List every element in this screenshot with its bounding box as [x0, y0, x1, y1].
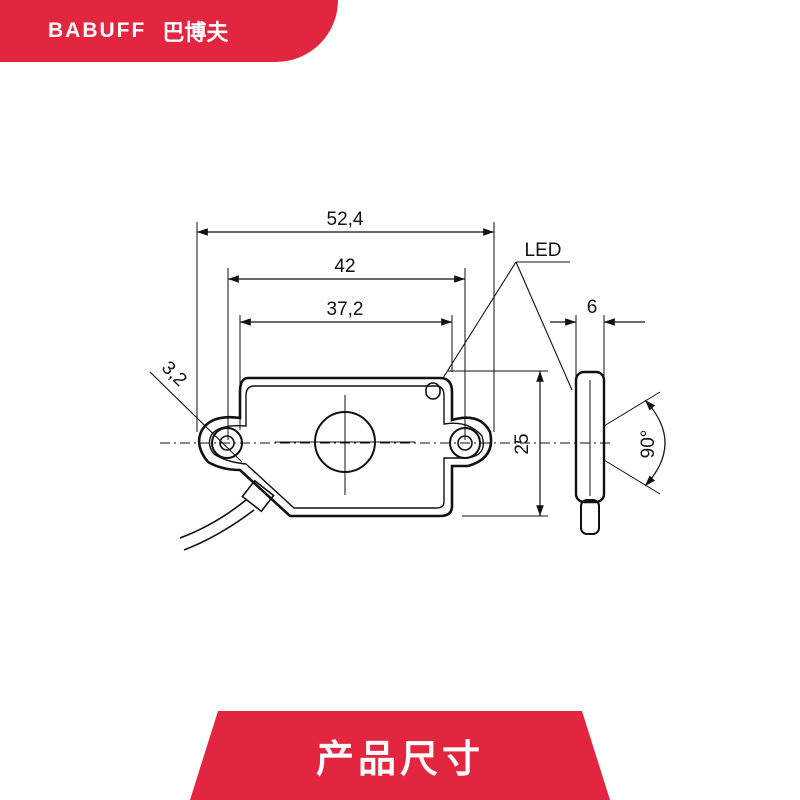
sensor-housing-inner-outline	[208, 385, 484, 509]
sensing-face	[314, 411, 376, 473]
brand-banner: BABUFF 巴博夫	[0, 0, 338, 62]
brand-chinese-name: 巴博夫	[162, 21, 229, 46]
cable	[183, 509, 255, 551]
sensor-housing-outline	[197, 376, 493, 518]
angle-extension-line	[603, 391, 661, 427]
hole-leader-line	[149, 371, 243, 463]
led-indicator	[425, 382, 441, 400]
inner-width-label: 42	[334, 256, 355, 277]
side-view-body	[574, 370, 606, 504]
cable	[179, 499, 247, 539]
mounting-hole-left-inner	[219, 435, 235, 451]
mounting-hole-right-inner	[457, 435, 473, 451]
led-callout-label: LED	[525, 240, 562, 261]
mounting-hole-left	[211, 427, 243, 459]
side-view-connector	[580, 499, 600, 535]
overall-width-label: 52,4	[327, 209, 364, 230]
height-label: 25	[512, 433, 533, 454]
angle-arc	[644, 399, 666, 487]
hole-span-label: 37,2	[327, 299, 364, 320]
angle-label: 90°	[638, 430, 659, 459]
led-leader-line	[442, 261, 517, 379]
depth-label: 6	[587, 297, 598, 318]
cable-gland	[241, 479, 275, 513]
caption-title: 产品尺寸	[315, 737, 484, 781]
hole-diameter-label: 3,2	[157, 357, 191, 391]
mounting-hole-right	[449, 427, 481, 459]
brand-logo-text: BABUFF	[48, 19, 147, 42]
caption-banner: 产品尺寸	[190, 711, 610, 800]
led-leader-line	[515, 261, 573, 391]
angle-extension-line	[603, 459, 661, 495]
